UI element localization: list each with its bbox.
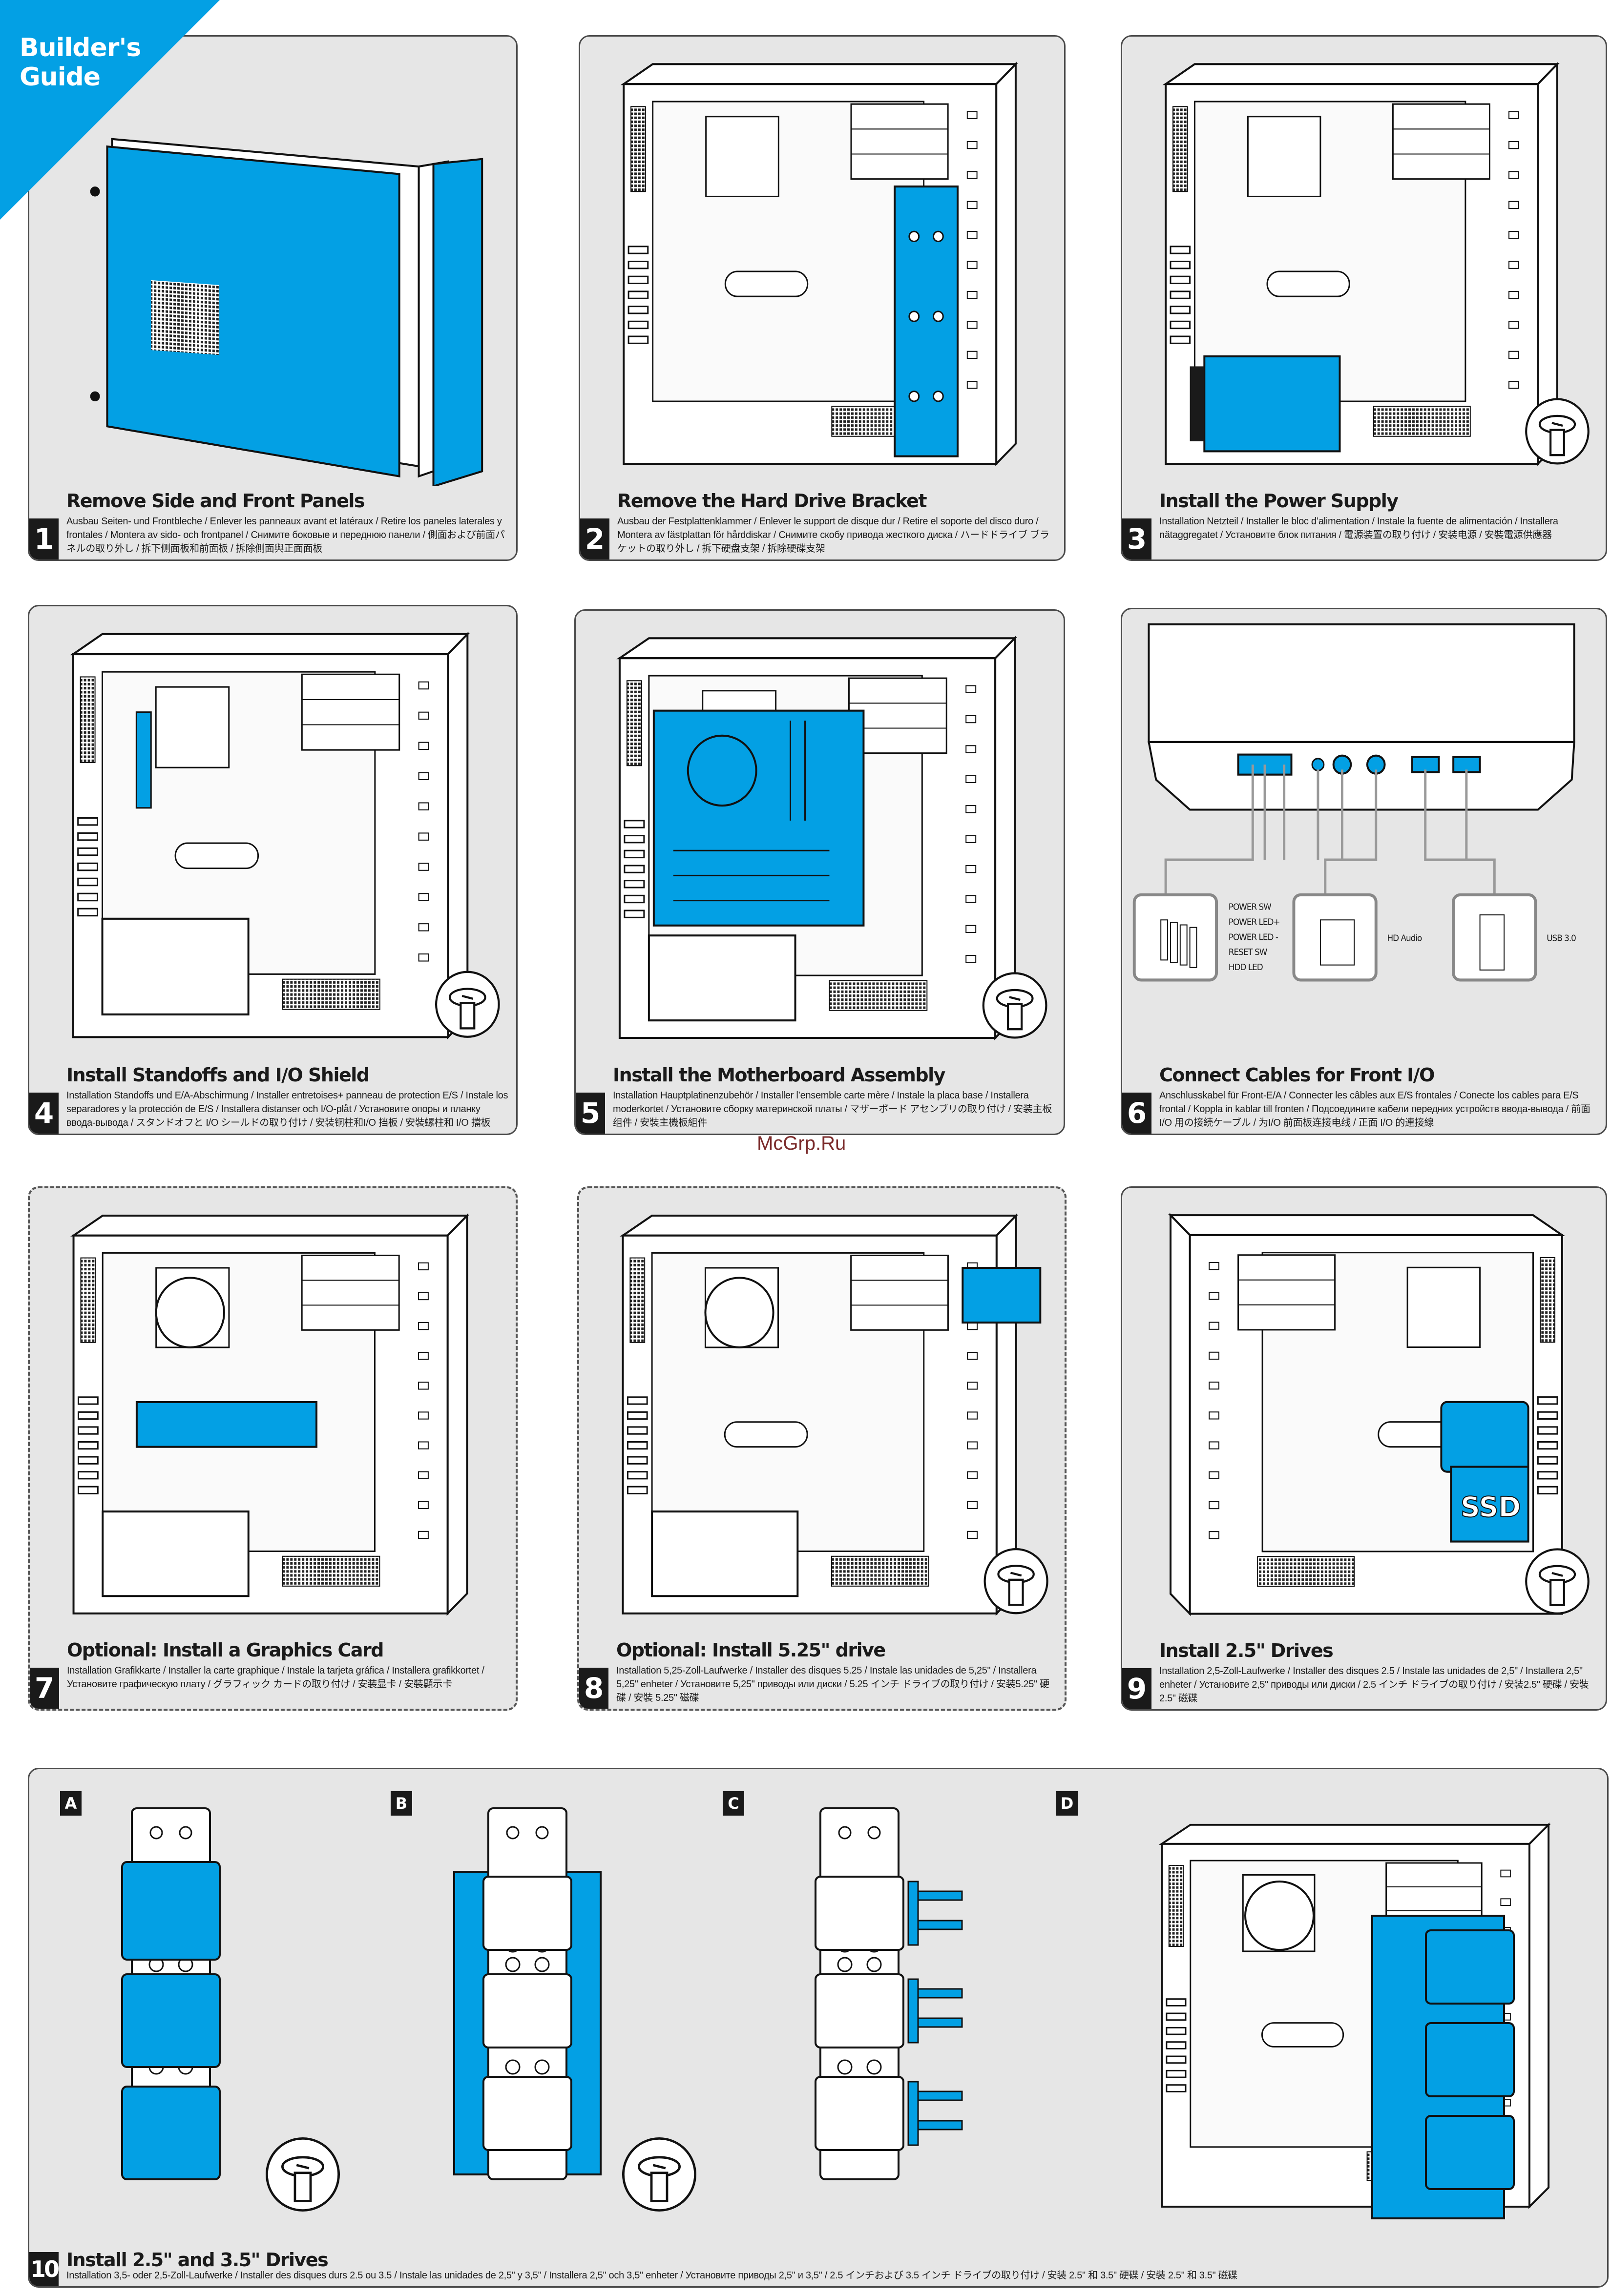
step-title: Install 2.5" Drives bbox=[1159, 1640, 1334, 1661]
step-10-caption: 10 Install 2.5" and 3.5" Drives Installa… bbox=[29, 2249, 1607, 2286]
sub-step-c-label: C bbox=[723, 1791, 744, 1816]
screw-icon bbox=[1526, 1549, 1589, 1613]
screw-icon bbox=[1526, 399, 1589, 464]
drive-brackets-illustration bbox=[121, 1807, 1550, 2219]
step-description: Installation Grafikkarte / Installer la … bbox=[67, 1665, 484, 1690]
sub-step-d-label: D bbox=[1056, 1791, 1078, 1816]
step-description: Installation 5,25-Zoll-Laufwerke / Insta… bbox=[616, 1665, 1049, 1703]
guide-title-line1: Builder's bbox=[20, 33, 141, 62]
connector-label: USB 3.0 bbox=[1547, 933, 1576, 943]
screw-icon bbox=[983, 973, 1046, 1038]
watermark: McGrp.Ru bbox=[757, 1133, 846, 1154]
optical-drive-illustration bbox=[579, 1188, 1065, 1636]
step-7-panel: 7 Optional: Install a Graphics Card Inst… bbox=[28, 1186, 518, 1711]
step-5-panel: 5 Install the Motherboard Assembly Insta… bbox=[574, 609, 1065, 1135]
connector-label: POWER LED - bbox=[1229, 932, 1278, 942]
graphics-card-illustration bbox=[30, 1188, 516, 1636]
step-4-panel: 4 Install Standoffs and I/O Shield Insta… bbox=[28, 605, 518, 1135]
step-title: Install 2.5" and 3.5" Drives bbox=[66, 2249, 329, 2271]
step-title: Install the Power Supply bbox=[1159, 490, 1399, 512]
step-2-caption: 2 Remove the Hard Drive Bracket Ausbau d… bbox=[580, 486, 1064, 559]
step-9-panel: SSD 9 Install 2.5" Drives Installation 2… bbox=[1121, 1186, 1607, 1711]
connector-label: HDD LED bbox=[1229, 963, 1263, 972]
step-7-caption: 7 Optional: Install a Graphics Card Inst… bbox=[30, 1635, 516, 1709]
step-number: 8 bbox=[579, 1668, 608, 1709]
step-description: Installation Hauptplatinenzubehör / Inst… bbox=[613, 1090, 1052, 1128]
step-number: 7 bbox=[30, 1668, 59, 1709]
step-description: Installation 3,5- oder 2,5-Zoll-Laufwerk… bbox=[66, 2270, 1238, 2281]
screw-icon bbox=[623, 2138, 695, 2210]
step-title: Install the Motherboard Assembly bbox=[613, 1064, 945, 1086]
step-3-caption: 3 Install the Power Supply Installation … bbox=[1122, 486, 1606, 559]
sub-step-a-label: A bbox=[60, 1791, 82, 1816]
connector-label: POWER SW bbox=[1229, 902, 1272, 912]
connector-label: RESET SW bbox=[1229, 948, 1268, 957]
step-4-caption: 4 Install Standoffs and I/O Shield Insta… bbox=[29, 1060, 516, 1134]
step-5-caption: 5 Install the Motherboard Assembly Insta… bbox=[576, 1060, 1064, 1134]
step-description: Anschlusskabel für Front-E/A / Connecter… bbox=[1159, 1090, 1590, 1128]
step-number: 3 bbox=[1122, 518, 1151, 559]
connector-label: POWER LED+ bbox=[1229, 917, 1280, 927]
builders-guide-banner bbox=[0, 0, 220, 220]
standoffs-io-shield-illustration bbox=[29, 606, 516, 1060]
step-description: Installation 2,5-Zoll-Laufwerke / Instal… bbox=[1159, 1666, 1589, 1704]
step-number: 1 bbox=[29, 518, 59, 559]
thumbscrew-icon bbox=[985, 1549, 1047, 1613]
step-6-caption: 6 Connect Cables for Front I/O Anschluss… bbox=[1122, 1060, 1606, 1134]
step-8-caption: 8 Optional: Install 5.25" drive Installa… bbox=[579, 1635, 1065, 1709]
step-2-panel: 2 Remove the Hard Drive Bracket Ausbau d… bbox=[579, 35, 1066, 561]
sub-step-b-label: B bbox=[391, 1791, 412, 1816]
ssd-label: SSD bbox=[1461, 1491, 1521, 1524]
screw-icon bbox=[267, 2138, 338, 2210]
standoff-icon bbox=[436, 972, 499, 1037]
step-description: Installation Standoffs und E/A-Abschirmu… bbox=[66, 1090, 508, 1128]
step-10-panel: A B C D 10 bbox=[28, 1768, 1609, 2288]
step-6-panel: POWER SW POWER LED+ POWER LED - RESET SW… bbox=[1121, 608, 1607, 1135]
step-title: Connect Cables for Front I/O bbox=[1159, 1064, 1435, 1086]
guide-title-line2: Guide bbox=[20, 62, 101, 92]
step-number: 4 bbox=[29, 1093, 59, 1134]
step-title: Optional: Install a Graphics Card bbox=[67, 1639, 384, 1661]
guide-title: Builder's Guide bbox=[20, 33, 141, 92]
hdd-led-icon bbox=[1311, 758, 1325, 771]
connector-label: HD Audio bbox=[1387, 933, 1422, 943]
step-number: 10 bbox=[29, 2252, 60, 2286]
ssd-install-illustration: SSD bbox=[1122, 1188, 1606, 1636]
step-9-caption: 9 Install 2.5" Drives Installation 2,5-Z… bbox=[1122, 1636, 1606, 1709]
power-supply-illustration bbox=[1122, 37, 1606, 486]
step-3-panel: 3 Install the Power Supply Installation … bbox=[1121, 35, 1607, 561]
remove-panels-illustration bbox=[90, 138, 483, 487]
step-title: Optional: Install 5.25" drive bbox=[616, 1639, 886, 1661]
step-description: Ausbau der Festplattenklammer / Enlever … bbox=[617, 516, 1049, 554]
step-description: Installation Netzteil / Installer le blo… bbox=[1159, 516, 1558, 540]
hard-drive-bracket-illustration bbox=[580, 37, 1064, 486]
motherboard-illustration bbox=[576, 611, 1064, 1060]
step-number: 2 bbox=[580, 518, 609, 559]
step-1-panel: 1 Remove Side and Front Panels Ausbau Se… bbox=[28, 35, 518, 561]
step-title: Remove the Hard Drive Bracket bbox=[617, 490, 927, 512]
step-number: 6 bbox=[1122, 1093, 1151, 1134]
step-1-caption: 1 Remove Side and Front Panels Ausbau Se… bbox=[29, 486, 516, 559]
step-8-panel: 8 Optional: Install 5.25" drive Installa… bbox=[577, 1186, 1067, 1711]
front-io-illustration: POWER SW POWER LED+ POWER LED - RESET SW… bbox=[1132, 623, 1576, 982]
step-title: Remove Side and Front Panels bbox=[66, 490, 365, 512]
step-title: Install Standoffs and I/O Shield bbox=[66, 1064, 370, 1086]
step-description: Ausbau Seiten- und Frontbleche / Enlever… bbox=[66, 516, 505, 554]
step-number: 9 bbox=[1122, 1668, 1151, 1709]
step-number: 5 bbox=[576, 1093, 605, 1134]
